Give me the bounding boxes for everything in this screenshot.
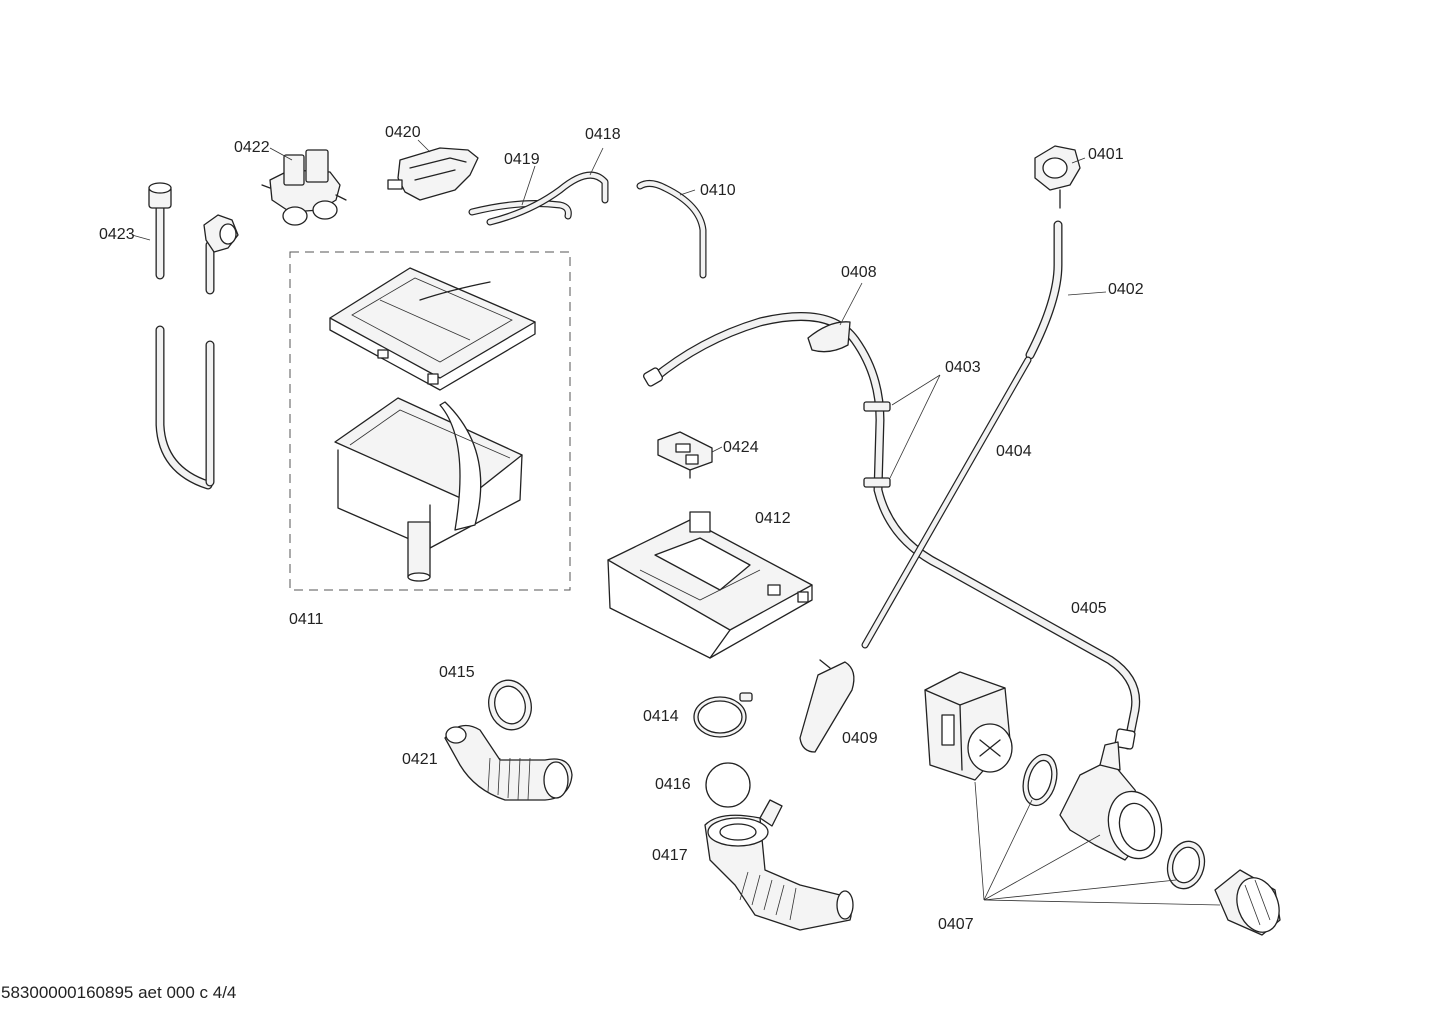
leader-lines	[131, 139, 1221, 906]
part-0423-inlet-hoses	[148, 182, 239, 490]
part-0421-bellows-hose	[444, 724, 573, 801]
part-0412-drawer-housing	[607, 511, 813, 659]
part-0401-pressure-switch	[1034, 145, 1081, 209]
label-0409: 0409	[842, 730, 878, 747]
label-0415: 0415	[439, 664, 475, 681]
label-0424: 0424	[723, 439, 759, 456]
document-footer-id: 58300000160895 aet 000 c 4/4	[1, 983, 237, 1002]
label-0417: 0417	[652, 847, 688, 864]
part-0405-long-hose	[643, 312, 1141, 750]
label-0423: 0423	[99, 226, 135, 243]
label-0403: 0403	[945, 359, 981, 376]
part-0407-pump-housing	[1059, 741, 1163, 861]
part-0407-drain-pump	[924, 671, 1013, 781]
part-0407-filter	[1214, 869, 1281, 936]
label-0422: 0422	[234, 139, 270, 156]
part-0410-hose	[636, 179, 707, 279]
part-0409-air-trap	[799, 659, 855, 753]
part-0415-ring-seal	[488, 679, 532, 731]
label-0412: 0412	[755, 510, 791, 527]
part-0403-clamps	[863, 401, 891, 488]
label-0416: 0416	[655, 776, 691, 793]
label-0405: 0405	[1071, 600, 1107, 617]
part-0418-hose	[486, 171, 609, 226]
label-0401: 0401	[1088, 146, 1124, 163]
part-0417-sump-hose	[704, 799, 854, 931]
part-0416-ball	[705, 762, 751, 808]
label-0414: 0414	[643, 708, 679, 725]
label-0418: 0418	[585, 126, 621, 143]
part-0422-inlet-valve	[261, 149, 347, 226]
label-0404: 0404	[996, 443, 1032, 460]
part-0419-hose	[468, 200, 572, 220]
part-0407-filter-seal	[1166, 840, 1206, 890]
label-0408: 0408	[841, 264, 877, 281]
part-0407-seal-ring	[1022, 753, 1058, 807]
label-0421: 0421	[402, 751, 438, 768]
part-0411-dispenser-assembly	[289, 251, 571, 591]
part-0402-hose-sleeve	[1025, 220, 1063, 360]
label-0420: 0420	[385, 124, 421, 141]
label-0411: 0411	[289, 611, 324, 628]
label-0410: 0410	[700, 182, 736, 199]
part-0424-sensor	[657, 431, 713, 479]
label-0402: 0402	[1108, 281, 1144, 298]
part-0420-bracket	[387, 147, 479, 201]
part-0404-tube	[861, 356, 1032, 649]
label-0407: 0407	[938, 916, 974, 933]
part-0414-clamp	[693, 692, 753, 738]
part-0408-clamp	[807, 321, 851, 353]
label-0419: 0419	[504, 151, 540, 168]
